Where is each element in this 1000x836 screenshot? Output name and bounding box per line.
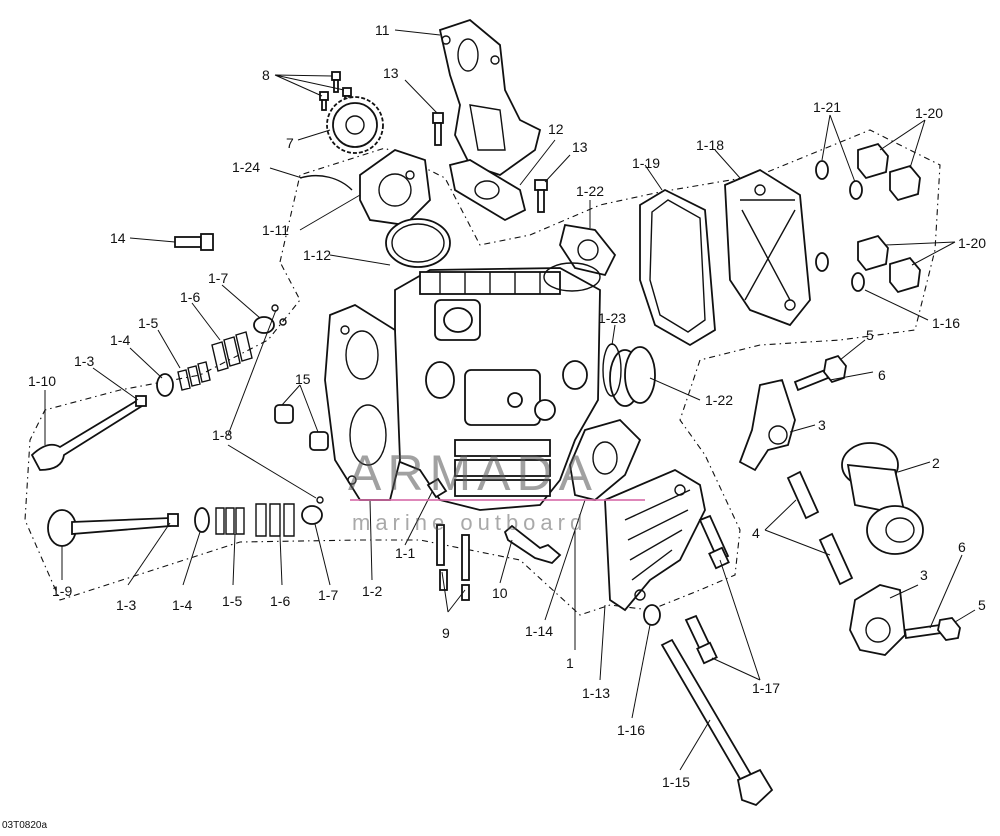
callout-label: 7 [286, 135, 294, 151]
timing-pulley [326, 96, 384, 154]
intake-valve [30, 395, 147, 471]
o-ring [385, 218, 451, 268]
leader-lines [44, 29, 976, 771]
callout-label: 3 [818, 417, 826, 433]
callout-label: 1-6 [270, 593, 290, 609]
callout-label: 14 [110, 230, 126, 246]
callout-label: 1-6 [180, 289, 200, 305]
camshaft [841, 442, 924, 555]
callout-label: 1-8 [212, 427, 232, 443]
cap-plug [559, 223, 617, 277]
rocker-arm [849, 584, 906, 656]
callout-label: 1-14 [525, 623, 553, 639]
callout-label: 12 [548, 121, 564, 137]
callout-label: 8 [262, 67, 270, 83]
valve-cover [724, 168, 811, 327]
callout-label: 5 [978, 597, 986, 613]
cap-plug [609, 346, 656, 407]
cylinder-head [394, 267, 601, 511]
callout-label: 1-4 [172, 597, 192, 613]
callout-label: 1-1 [395, 545, 415, 561]
callout-label: 10 [492, 585, 508, 601]
callout-label: 1-21 [813, 99, 841, 115]
callout-labels: 11 8 13 7 12 13 1-24 1-11 14 1-12 1-19 1… [28, 22, 986, 790]
callout-label: 1-2 [362, 583, 382, 599]
callout-label: 1-9 [52, 583, 72, 599]
callout-label: 1-15 [662, 774, 690, 790]
callout-label: 1-18 [696, 137, 724, 153]
callout-label: 1-7 [208, 270, 228, 286]
callout-label: 1-16 [617, 722, 645, 738]
cylinder-head-group-boundary [24, 129, 941, 616]
washer [643, 604, 661, 626]
callout-label: 13 [383, 65, 399, 81]
adjusting-screw [793, 354, 847, 392]
long-bolt [660, 638, 774, 807]
callout-label: 1-22 [705, 392, 733, 408]
spark-plug [503, 524, 562, 565]
callout-label: 1-22 [576, 183, 604, 199]
callout-label: 1-7 [318, 587, 338, 603]
callout-label: 3 [920, 567, 928, 583]
callout-label: 1-5 [222, 593, 242, 609]
callout-label: 6 [958, 539, 966, 555]
gasket [569, 418, 642, 501]
callout-label: 1-10 [28, 373, 56, 389]
watermark-brand: ARMADA [348, 445, 598, 501]
callout-label: 9 [442, 625, 450, 641]
thermostat-cover [359, 149, 431, 226]
intake-manifold [438, 18, 542, 176]
callout-label: 1-12 [303, 247, 331, 263]
rocker-shafts [786, 470, 854, 586]
callout-label: 1-24 [232, 159, 260, 175]
callout-label: 1-3 [74, 353, 94, 369]
callout-label: 1-16 [932, 315, 960, 331]
valve-spring-set-lower [194, 496, 324, 537]
callout-label: 1-17 [752, 680, 780, 696]
callout-label: 1-19 [632, 155, 660, 171]
callout-label: 1-11 [262, 222, 289, 238]
plug-bolt [174, 233, 214, 251]
callout-label: 1 [566, 655, 574, 671]
o-ring [543, 262, 601, 292]
callout-label: 1-4 [110, 332, 130, 348]
bolt [432, 112, 444, 146]
intake-gasket [448, 159, 527, 222]
callout-label: 1-20 [958, 235, 986, 251]
studs [436, 524, 470, 601]
callout-label: 15 [295, 371, 311, 387]
callout-label: 5 [866, 327, 874, 343]
valve-cover-gasket [639, 188, 716, 347]
exhaust-valve [47, 509, 179, 547]
seal-ring [299, 174, 353, 191]
callout-label: 6 [878, 367, 886, 383]
rocker-arm [738, 378, 796, 472]
valve-guides [274, 404, 329, 451]
exhaust-cover [604, 468, 706, 612]
valve-spring-set-upper [156, 304, 287, 397]
bolts [684, 514, 730, 665]
adjusting-screw [903, 617, 961, 641]
callout-label: 2 [932, 455, 940, 471]
callout-label: 1-3 [116, 597, 136, 613]
watermark-tagline: marine outboard [352, 510, 587, 535]
washers [815, 160, 865, 292]
cap-nuts [857, 142, 921, 294]
callout-label: 11 [375, 22, 390, 38]
bolt [534, 179, 548, 213]
callout-label: 1-23 [598, 310, 626, 326]
callout-label: 13 [572, 139, 588, 155]
callout-label: 4 [752, 525, 760, 541]
dowel-pin [426, 477, 448, 499]
figure-code: 03T0820a [2, 820, 47, 831]
callout-label: 1-5 [138, 315, 158, 331]
callout-label: 1-13 [582, 685, 610, 701]
callout-label: 1-20 [915, 105, 943, 121]
